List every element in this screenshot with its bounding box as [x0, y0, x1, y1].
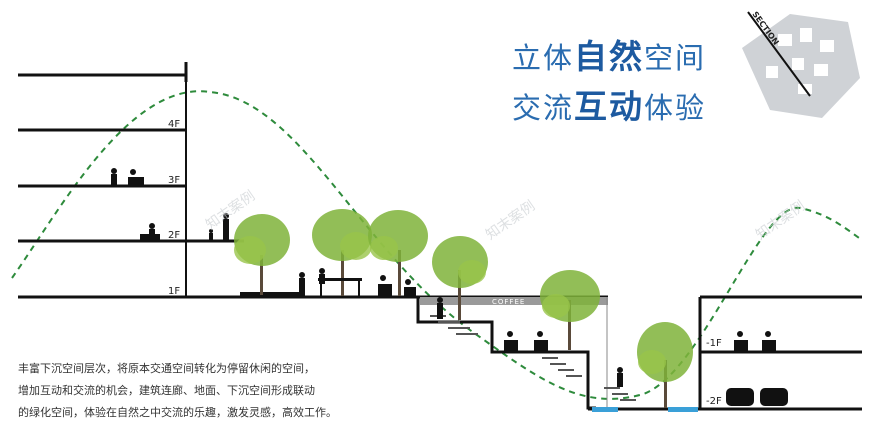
title-2-pre: 交流 — [512, 91, 575, 125]
trees — [234, 209, 693, 408]
floor-label-1f: 1F — [168, 286, 180, 297]
floor-label-2f: 2F — [168, 230, 180, 241]
title-1-pre: 立体 — [512, 41, 575, 75]
car-1 — [726, 388, 754, 406]
floor-label-b2: -2F — [706, 396, 722, 407]
tree-3 — [368, 210, 428, 296]
tower-slabs — [18, 73, 244, 243]
caption-line-2: 增加互动和交流的机会，建筑连廊、地面、下沉空间形成联动 — [18, 384, 315, 397]
watermark-2: 知末案例 — [483, 197, 539, 243]
floor-label-4f: 4F — [168, 119, 180, 130]
tree-4 — [432, 236, 488, 320]
tree-2 — [312, 209, 372, 296]
caption-line-1: 丰富下沉空间层次，将原本交通空间转化为停留休闲的空间， — [18, 362, 315, 375]
caption: 丰富下沉空间层次，将原本交通空间转化为停留休闲的空间， 增加互动和交流的机会，建… — [18, 358, 358, 424]
tree-1 — [234, 214, 290, 295]
title-line-2: 交流互动体验 — [512, 80, 706, 128]
coffee-label: COFFEE — [492, 298, 525, 306]
title-1-emphasis: 自然 — [574, 37, 645, 76]
tree-6 — [637, 322, 693, 408]
car-2 — [760, 388, 788, 406]
floor-label-3f: 3F — [168, 175, 180, 186]
title-1-post: 空间 — [644, 41, 707, 75]
watermark-3: 知末案例 — [753, 197, 809, 243]
silhouettes — [111, 168, 788, 406]
caption-line-3: 的绿化空间，体验在自然之中交流的乐趣，激发灵感，高效工作。 — [18, 406, 337, 419]
stairs — [430, 315, 636, 401]
key-plan: SECTION — [742, 10, 860, 118]
basement-building — [698, 295, 862, 411]
title-2-emphasis: 互动 — [574, 87, 645, 126]
floor-label-b1: -1F — [706, 338, 722, 349]
green-dashed-curve — [11, 90, 863, 400]
ground-platform — [240, 292, 300, 297]
water-left — [592, 407, 618, 412]
title-line-1: 立体自然空间 — [512, 30, 706, 78]
water-right — [668, 407, 698, 412]
title-2-post: 体验 — [644, 91, 707, 125]
coffee-canopy — [420, 297, 608, 305]
tree-5 — [540, 270, 600, 350]
